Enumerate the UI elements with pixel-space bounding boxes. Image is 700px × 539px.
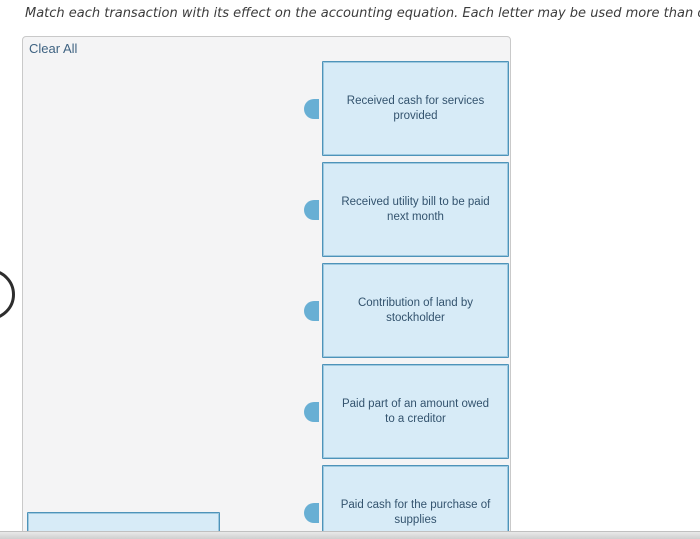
transaction-card[interactable]: Paid cash for the purchase of supplies [322, 465, 509, 539]
card-column: Received cash for services provided Rece… [304, 61, 509, 539]
drag-connector-icon[interactable] [304, 401, 319, 422]
transaction-card[interactable]: Paid part of an amount owed to a credito… [322, 364, 509, 459]
match-row: Paid part of an amount owed to a credito… [304, 364, 509, 459]
transaction-card-label: Paid cash for the purchase of supplies [340, 498, 491, 526]
match-row: Received cash for services provided [304, 61, 509, 156]
drag-connector-icon[interactable] [304, 199, 319, 220]
instruction-text: Match each transaction with its effect o… [25, 6, 700, 21]
transaction-card-label: Contribution of land by stockholder [357, 296, 474, 324]
partial-circle-decoration [0, 269, 15, 320]
drag-connector-icon[interactable] [304, 300, 319, 321]
transaction-card-label: Paid part of an amount owed to a credito… [341, 397, 490, 425]
transaction-card-label: Received cash for services provided [346, 94, 485, 122]
match-row: Paid cash for the purchase of supplies [304, 465, 509, 539]
drag-connector-icon[interactable] [304, 502, 319, 523]
matching-panel: Clear All Received cash for services pro… [22, 36, 511, 539]
drag-connector-icon[interactable] [304, 98, 319, 119]
transaction-card-label: Received utility bill to be paid next mo… [341, 195, 490, 223]
match-row: Contribution of land by stockholder [304, 263, 509, 358]
transaction-card[interactable]: Received cash for services provided [322, 61, 509, 156]
bottom-window-edge [0, 531, 700, 539]
transaction-card[interactable]: Contribution of land by stockholder [322, 263, 509, 358]
transaction-card[interactable]: Received utility bill to be paid next mo… [322, 162, 509, 257]
clear-all-button[interactable]: Clear All [29, 41, 78, 56]
match-row: Received utility bill to be paid next mo… [304, 162, 509, 257]
